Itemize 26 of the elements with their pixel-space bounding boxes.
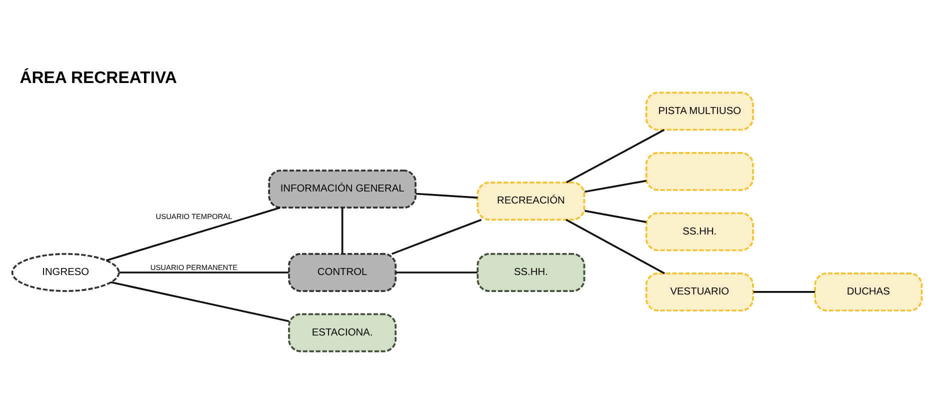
node-box xyxy=(645,152,754,191)
connector xyxy=(584,180,646,193)
connector xyxy=(341,208,344,254)
node-box: SS.HH. xyxy=(476,253,586,292)
edge-label: USUARIO PERMANENTE xyxy=(150,263,238,272)
connector xyxy=(119,272,289,274)
node-box: INFORMACIÓN GENERAL xyxy=(268,170,416,209)
node-box: PISTA MULTIUSO xyxy=(645,92,754,131)
connector xyxy=(396,272,478,274)
node-box: SS.HH. xyxy=(645,212,754,252)
connector xyxy=(566,218,666,274)
node-box: DUCHAS xyxy=(814,272,923,312)
connector xyxy=(753,291,815,293)
node-box: RECREACIÓN xyxy=(476,182,586,221)
connector xyxy=(110,281,290,322)
connector xyxy=(106,206,280,262)
connector xyxy=(416,192,478,199)
diagram-title: ÁREA RECREATIVA xyxy=(20,68,177,87)
node-box: ESTACIONA. xyxy=(288,313,397,352)
edge-label: USUARIO TEMPORAL xyxy=(156,212,232,222)
connector xyxy=(392,218,482,255)
node-ellipse: INGRESO xyxy=(11,253,120,292)
node-box: CONTROL xyxy=(288,253,397,292)
connector xyxy=(584,210,646,224)
node-box: VESTUARIO xyxy=(645,272,754,312)
connector xyxy=(566,129,665,184)
